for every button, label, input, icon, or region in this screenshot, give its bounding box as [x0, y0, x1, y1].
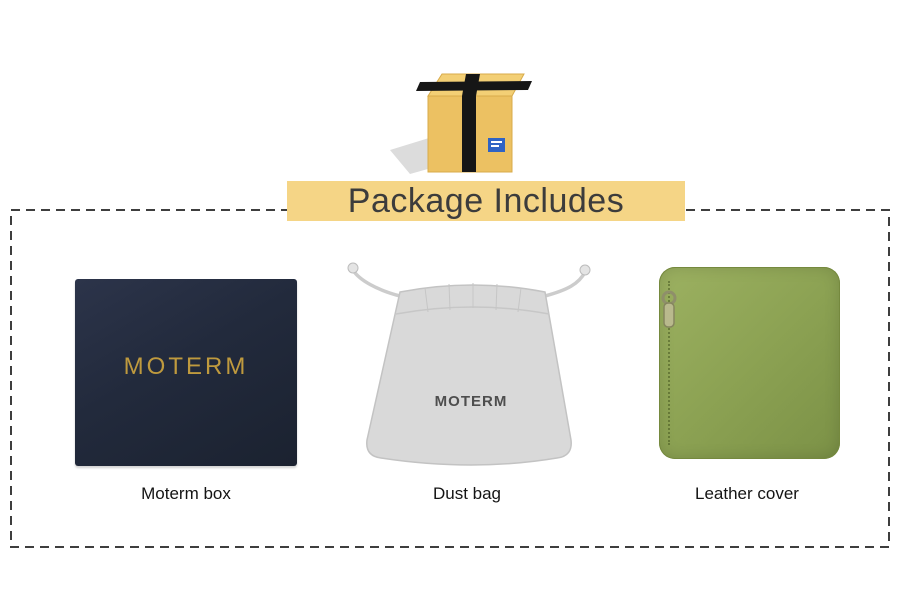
item-label-dust-bag: Dust bag	[432, 484, 502, 503]
banner-title: Package Includes	[347, 181, 625, 220]
dust-bag-cord-end	[579, 264, 591, 276]
box-tape-vertical-front	[462, 96, 476, 172]
box-label-line	[491, 145, 499, 147]
banner: Package Includes	[287, 181, 685, 221]
cardboard-box-icon	[390, 73, 532, 174]
zipper-seam	[668, 281, 670, 445]
item-label-leather-cover: Leather cover	[695, 484, 799, 503]
dust-bag-cord-left	[351, 268, 402, 298]
dust-bag-image: MOTERM	[347, 262, 591, 466]
moterm-box-image: MOTERM	[75, 279, 297, 466]
dust-bag-cord-end	[347, 262, 359, 274]
box-tape-vertical-top	[462, 74, 480, 96]
zipper-pull-icon	[661, 290, 677, 328]
dust-bag-gathers	[424, 283, 522, 313]
dust-bag-cord-right	[543, 270, 587, 298]
box-label-line	[491, 141, 502, 143]
moterm-box-logo: MOTERM	[123, 353, 249, 380]
dust-bag-body	[366, 284, 572, 466]
leather-cover-image	[659, 267, 840, 459]
dust-bag-logo: MOTERM	[435, 393, 508, 410]
item-label-moterm-box: Moterm box	[141, 484, 231, 503]
